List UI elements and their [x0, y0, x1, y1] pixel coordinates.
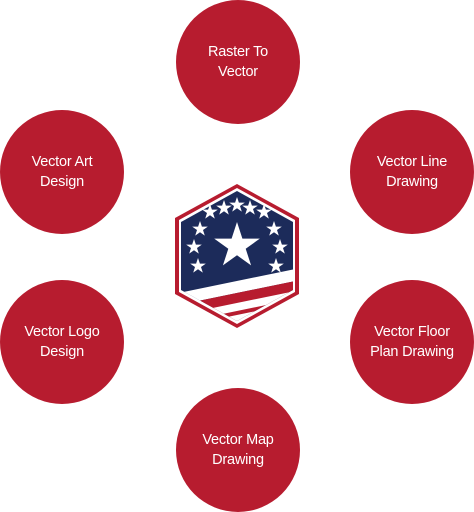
- service-vector-logo-design[interactable]: Vector Logo Design: [0, 280, 124, 404]
- service-vector-line-drawing[interactable]: Vector Line Drawing: [350, 110, 474, 234]
- service-label: Raster To Vector: [208, 44, 268, 80]
- service-vector-map-drawing[interactable]: Vector Map Drawing: [176, 388, 300, 512]
- service-vector-art-design[interactable]: Vector Art Design: [0, 110, 124, 234]
- service-label: Vector Floor Plan Drawing: [370, 324, 454, 360]
- service-label: Vector Art Design: [31, 154, 93, 190]
- service-label: Vector Logo Design: [24, 324, 100, 360]
- usa-flag-hexagon-badge-icon: [174, 182, 300, 330]
- service-vector-floor-plan-drawing[interactable]: Vector Floor Plan Drawing: [350, 280, 474, 404]
- service-label: Vector Map Drawing: [202, 432, 274, 468]
- service-label: Vector Line Drawing: [376, 154, 448, 190]
- service-raster-to-vector[interactable]: Raster To Vector: [176, 0, 300, 124]
